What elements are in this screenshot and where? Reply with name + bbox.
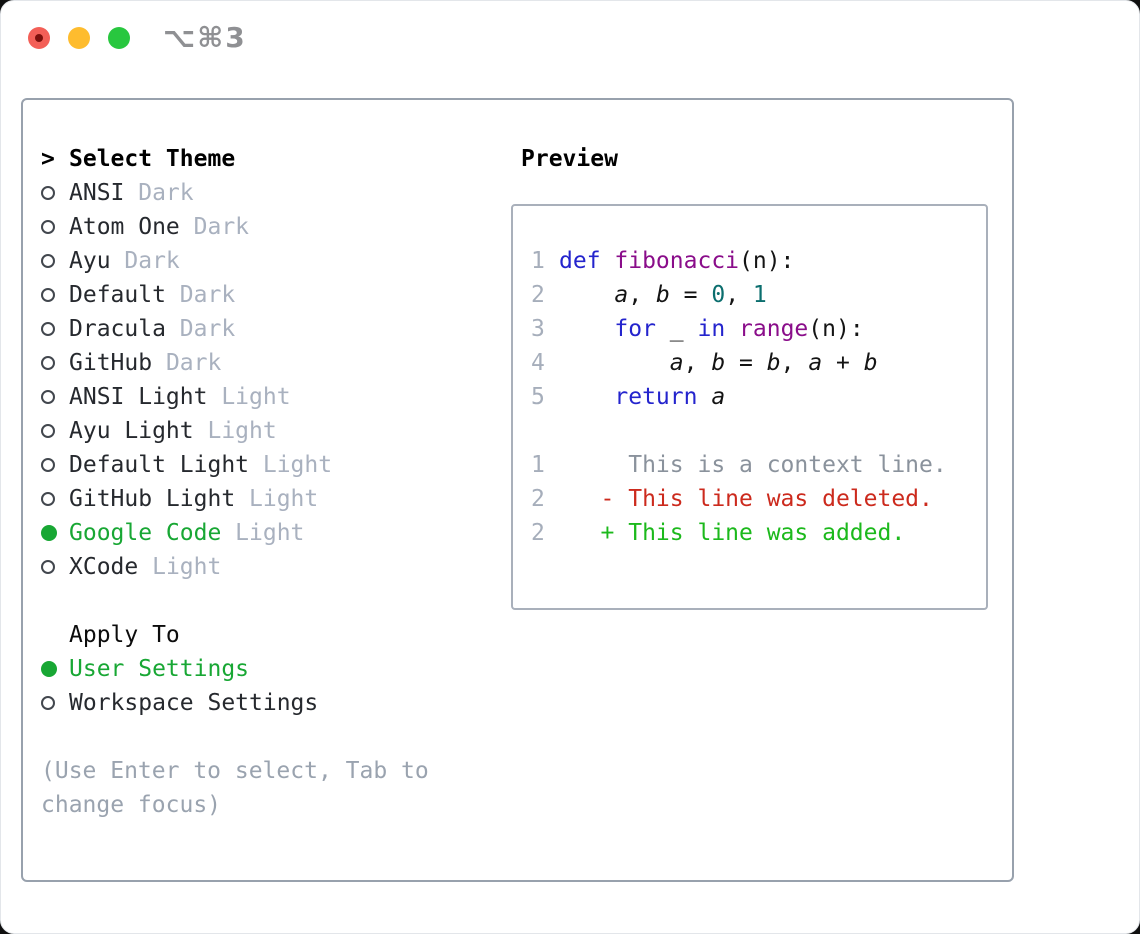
line-number: 2 bbox=[531, 520, 545, 546]
theme-variant-tag: Light bbox=[152, 554, 222, 580]
code-line: 2 + This line was added. bbox=[531, 516, 980, 550]
theme-item[interactable]: Ayu Light Light bbox=[41, 414, 429, 448]
theme-name-label: Google Code bbox=[69, 520, 222, 546]
radio-icon bbox=[41, 424, 55, 438]
code-line bbox=[531, 414, 980, 448]
code-line-text: - This line was deleted. bbox=[559, 486, 933, 512]
line-number: 1 bbox=[531, 452, 545, 478]
radio-icon bbox=[41, 220, 55, 234]
apply-option[interactable]: User Settings bbox=[41, 652, 429, 686]
code-line-text: for _ in range(n): bbox=[614, 316, 864, 342]
code-line-text: a, b = b, a + b bbox=[669, 350, 878, 376]
theme-variant-tag: Light bbox=[235, 520, 305, 546]
theme-item[interactable]: Ayu Dark bbox=[41, 244, 429, 278]
line-number: 2 bbox=[531, 282, 545, 308]
theme-item[interactable]: Dracula Dark bbox=[41, 312, 429, 346]
theme-name-label: Atom One bbox=[69, 214, 180, 240]
theme-name-label: Dracula bbox=[69, 316, 166, 342]
code-line-text: + This line was added. bbox=[559, 520, 906, 546]
theme-item[interactable]: Atom One Dark bbox=[41, 210, 429, 244]
theme-item[interactable]: Google Code Light bbox=[41, 516, 429, 550]
code-line: 4 a, b = b, a + b bbox=[531, 346, 980, 380]
line-number: 1 bbox=[531, 248, 545, 274]
theme-item[interactable]: GitHub Light Light bbox=[41, 482, 429, 516]
line-number: 3 bbox=[531, 316, 545, 342]
theme-item[interactable]: Default Dark bbox=[41, 278, 429, 312]
theme-name-label: ANSI bbox=[69, 180, 125, 206]
radio-icon bbox=[41, 186, 55, 200]
spacer-row bbox=[41, 720, 429, 754]
line-number: 5 bbox=[531, 384, 545, 410]
theme-variant-tag: Dark bbox=[193, 214, 250, 240]
theme-name-label: ANSI Light bbox=[69, 384, 208, 410]
theme-item[interactable]: ANSI Dark bbox=[41, 176, 429, 210]
apply-option-label: User Settings bbox=[69, 656, 250, 682]
code-line: 3 for _ in range(n): bbox=[531, 312, 980, 346]
theme-picker-panel: > Select Theme ANSI Dark Atom One Dark A… bbox=[21, 98, 1014, 882]
radio-icon bbox=[41, 696, 55, 710]
theme-variant-tag: Dark bbox=[138, 180, 194, 206]
theme-item[interactable]: ANSI Light Light bbox=[41, 380, 429, 414]
theme-name-label: XCode bbox=[69, 554, 139, 580]
theme-variant-tag: Light bbox=[207, 418, 277, 444]
code-line: 5 return a bbox=[531, 380, 980, 414]
hint-text-line1: (Use Enter to select, Tab to bbox=[41, 758, 429, 784]
radio-icon bbox=[41, 390, 55, 404]
theme-name-label: Default bbox=[69, 282, 166, 308]
line-number: 4 bbox=[531, 350, 545, 376]
preview-header-label: Preview bbox=[521, 146, 618, 172]
line-number bbox=[531, 414, 559, 448]
line-number: 2 bbox=[531, 486, 545, 512]
apply-to-options: User Settings Workspace Settings bbox=[41, 652, 429, 720]
theme-list: ANSI Dark Atom One Dark Ayu Dark Default… bbox=[41, 176, 429, 584]
select-theme-header: > Select Theme bbox=[41, 142, 429, 176]
code-line-text: def fibonacci(n): bbox=[559, 248, 795, 274]
theme-name-label: Ayu Light bbox=[69, 418, 194, 444]
theme-name-label: GitHub bbox=[69, 350, 153, 376]
hint-text-line2: change focus) bbox=[41, 792, 222, 818]
theme-variant-tag: Light bbox=[249, 486, 319, 512]
theme-name-label: Ayu bbox=[69, 248, 111, 274]
window-title: ⌥⌘3 bbox=[163, 21, 247, 54]
radio-icon bbox=[41, 560, 55, 574]
theme-variant-tag: Dark bbox=[179, 282, 236, 308]
theme-variant-tag: Dark bbox=[165, 350, 222, 376]
theme-name-label: Default Light bbox=[69, 452, 250, 478]
apply-option[interactable]: Workspace Settings bbox=[41, 686, 429, 720]
theme-variant-tag: Light bbox=[262, 452, 333, 478]
theme-item[interactable]: Default Light Light bbox=[41, 448, 429, 482]
radio-icon bbox=[41, 661, 57, 677]
code-line: 1 def fibonacci(n): bbox=[531, 244, 980, 278]
code-line: 1 This is a context line. bbox=[531, 448, 980, 482]
radio-icon bbox=[41, 254, 55, 268]
spacer-row bbox=[41, 584, 429, 618]
theme-variant-tag: Dark bbox=[124, 248, 180, 274]
code-line-text: a, b = 0, 1 bbox=[614, 282, 767, 308]
traffic-light-close-button[interactable] bbox=[28, 27, 50, 49]
theme-item[interactable]: GitHub Dark bbox=[41, 346, 429, 380]
theme-name-label: GitHub Light bbox=[69, 486, 236, 512]
radio-icon bbox=[41, 525, 57, 541]
theme-list-column: > Select Theme ANSI Dark Atom One Dark A… bbox=[41, 142, 429, 822]
apply-option-label: Workspace Settings bbox=[69, 690, 319, 716]
traffic-light-minimize-button[interactable] bbox=[68, 27, 90, 49]
code-line: 2 - This line was deleted. bbox=[531, 482, 980, 516]
radio-icon bbox=[41, 288, 55, 302]
code-line: 2 a, b = 0, 1 bbox=[531, 278, 980, 312]
theme-variant-tag: Light bbox=[221, 384, 291, 410]
traffic-light-zoom-button[interactable] bbox=[108, 27, 130, 49]
apply-to-header-label: Apply To bbox=[69, 622, 180, 648]
code-line-text: This is a context line. bbox=[559, 452, 947, 478]
theme-variant-tag: Dark bbox=[179, 316, 236, 342]
radio-icon bbox=[41, 356, 55, 370]
apply-to-header: Apply To bbox=[41, 618, 429, 652]
radio-icon bbox=[41, 492, 55, 506]
theme-item[interactable]: XCode Light bbox=[41, 550, 429, 584]
radio-icon bbox=[41, 458, 55, 472]
prompt-caret-icon: > bbox=[41, 146, 55, 172]
select-theme-header-label: Select Theme bbox=[69, 146, 236, 172]
code-line-text: return a bbox=[614, 384, 726, 410]
radio-icon bbox=[41, 322, 55, 336]
